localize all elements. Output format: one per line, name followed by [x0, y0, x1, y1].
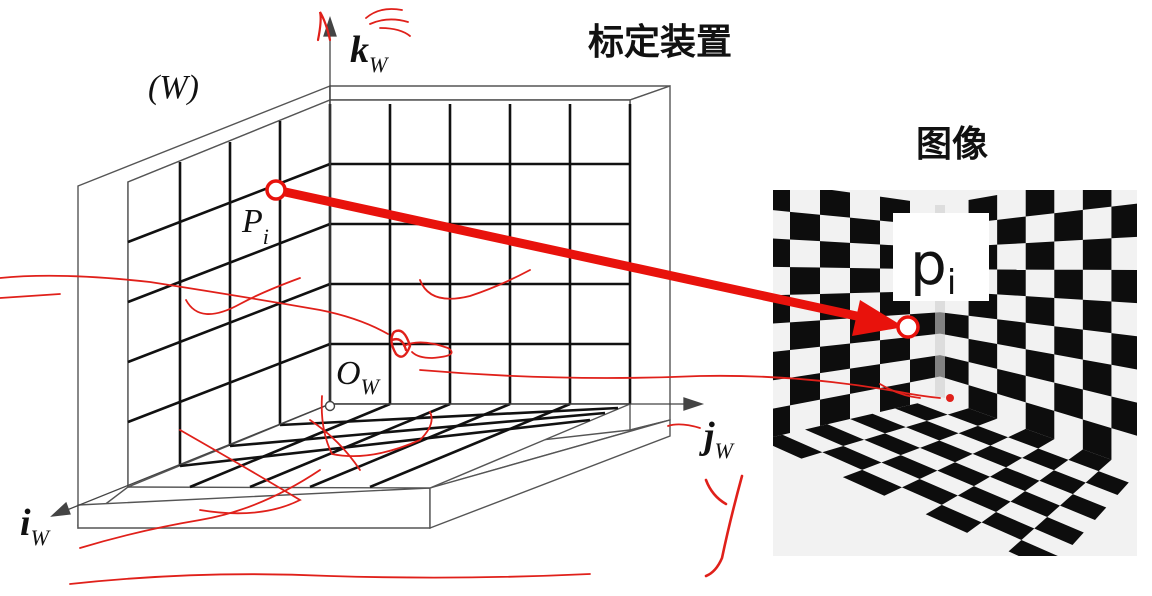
- left-wall-grid: [127, 121, 331, 466]
- checker-cell: [773, 434, 823, 459]
- checker-cell: [968, 385, 998, 419]
- device-title: 标定装置: [588, 22, 732, 63]
- checker-cell: [773, 405, 790, 437]
- checker-cell: [1008, 428, 1055, 449]
- calibration-device: (W) kW jW iW OW Pi 标定装置: [20, 15, 735, 550]
- checker-cell: [805, 424, 865, 446]
- frame-label: (W): [148, 69, 199, 106]
- image-point-marker: [896, 315, 920, 339]
- checker-cell: [958, 425, 1009, 446]
- checker-cell: [997, 216, 1026, 245]
- checker-cell: [1008, 539, 1058, 556]
- world-point-label: Pi: [241, 203, 269, 249]
- checker-cell: [981, 512, 1035, 540]
- checker-cell: [1111, 269, 1137, 304]
- i-axis: [61, 403, 331, 513]
- checker-cell: [842, 469, 902, 496]
- checker-cell: [940, 312, 969, 339]
- image-title: 图像: [916, 124, 988, 165]
- checker-cell: [1025, 190, 1055, 217]
- checker-cell: [881, 455, 938, 479]
- axis-j-label: jW: [699, 415, 735, 463]
- checker-cell: [790, 267, 820, 295]
- checker-cell: [957, 486, 1011, 512]
- checker-cell: [1054, 269, 1083, 300]
- checker-cell: [1025, 349, 1055, 383]
- checker-cell: [1025, 402, 1055, 440]
- image-point-label-box: [893, 213, 989, 301]
- checker-cell: [925, 504, 982, 533]
- checker-cell: [997, 368, 1026, 403]
- checker-cell: [850, 364, 880, 394]
- checker-cell: [790, 373, 820, 406]
- checker-cell: [773, 238, 790, 268]
- checker-cell: [820, 190, 850, 218]
- j-arrowhead: [683, 397, 705, 411]
- checker-cell: [901, 479, 958, 505]
- checker-cell: [1082, 238, 1112, 270]
- back-wall-inner: [329, 99, 631, 405]
- checker-cell: [1111, 203, 1137, 239]
- checker-cell: [997, 269, 1026, 297]
- checker-cell: [1068, 449, 1112, 472]
- origin-label: OW: [336, 355, 381, 399]
- checker-cell: [850, 413, 906, 434]
- checker-cell: [880, 336, 910, 365]
- checker-cell: [895, 403, 948, 421]
- checker-cell: [1060, 494, 1107, 520]
- checker-cell: [910, 355, 940, 383]
- checker-cell: [1082, 190, 1112, 210]
- checker-cell: [1022, 448, 1069, 471]
- checker-cell: [940, 355, 969, 386]
- checker-cell: [820, 241, 850, 268]
- checker-cell: [1010, 491, 1060, 518]
- checker-cell: [968, 338, 998, 369]
- checker-cell: [937, 462, 990, 487]
- checker-cell: [1054, 326, 1083, 360]
- floor-slab-right: [429, 419, 671, 530]
- checker-cell: [947, 408, 998, 426]
- world-point-marker: [265, 179, 287, 201]
- checker-cell: [1111, 396, 1137, 436]
- checker-cell: [997, 319, 1026, 350]
- checker-cell: [1025, 296, 1055, 327]
- checker-cell: [790, 320, 820, 351]
- checker-cell: [822, 446, 882, 470]
- checker-cell: [773, 190, 790, 212]
- floor-checkerboard: [773, 403, 1129, 556]
- axis-i-label: iW: [20, 502, 51, 550]
- handwritten-annotations: [0, 8, 954, 585]
- checker-cell: [850, 268, 880, 294]
- checker-cell: [820, 393, 850, 426]
- checker-cell: [1082, 359, 1112, 397]
- checker-cell: [1082, 299, 1112, 334]
- checker-cell: [790, 211, 820, 242]
- checker-cell: [864, 433, 920, 456]
- checker-cell: [1111, 333, 1137, 370]
- checker-cell: [1054, 209, 1083, 242]
- checker-cell: [1054, 382, 1083, 420]
- checker-cell: [990, 467, 1040, 492]
- checker-cell: [773, 350, 790, 381]
- checker-cell: [1039, 470, 1086, 495]
- checker-cell: [1034, 517, 1084, 545]
- checker-cell: [1085, 471, 1129, 495]
- checker-cell: [972, 445, 1023, 468]
- checker-cell: [905, 420, 959, 441]
- origin-dot: [324, 400, 336, 412]
- camera-image: 图像 pi: [773, 124, 1137, 556]
- image-point-label: pi: [910, 230, 956, 303]
- checker-cell: [850, 217, 880, 245]
- projection-arrow: [265, 179, 920, 339]
- axis-k-label: kW: [350, 29, 389, 77]
- checker-cell: [1082, 419, 1112, 460]
- i-arrowhead: [50, 501, 71, 517]
- back-wall-top: [329, 85, 671, 101]
- checker-cell: [820, 343, 850, 374]
- floor-grid: [179, 402, 619, 489]
- checker-cell: [1025, 241, 1055, 270]
- checker-cell: [920, 440, 973, 463]
